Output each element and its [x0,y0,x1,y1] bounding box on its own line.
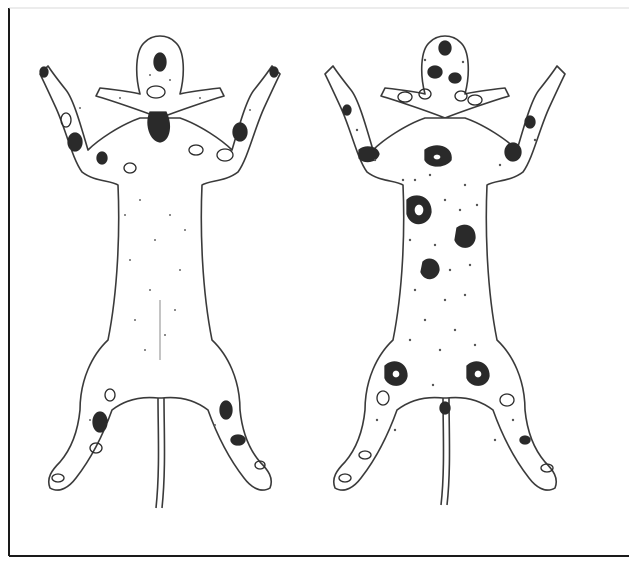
left-lesion-right-leg [220,401,232,419]
left-lesion-right-arm [233,123,247,141]
right-lesion-left-arm [343,105,351,115]
left-lesion-left-hand [40,67,48,77]
right-lesion-trunk-3 [421,259,439,278]
right-lesion-tail-base [440,402,450,414]
left-lesion-right-hand [270,67,278,77]
right-lesion-right-leg [520,436,530,444]
right-lesion-trunk-1-core [414,204,424,216]
right-lesion-head-2 [428,66,442,78]
right-lesion-right-arm [525,116,535,128]
left-specimen [40,36,280,508]
left-tail [156,398,159,508]
right-lesion-left-shoulder [359,147,379,162]
left-body-outline [40,36,280,490]
right-lesion-chest-core [433,154,441,160]
left-tail-edge [162,398,165,508]
right-lesion-trunk-2 [455,225,475,247]
left-lesion-left-arm [68,133,82,151]
right-lesion-right-hip-core [474,370,482,378]
left-lesion-left-shoulder [97,152,107,164]
left-lesion-head [154,53,166,71]
left-lesion-left-leg [93,412,107,432]
right-lesion-left-hip-core [392,370,400,378]
right-lesion-head-1 [439,41,451,55]
right-body-outline [325,36,565,490]
right-lesion-right-shoulder [505,143,521,161]
left-lesion-right-leg-2 [231,435,245,445]
right-specimen [325,36,565,505]
right-lesion-head-3 [449,73,461,83]
